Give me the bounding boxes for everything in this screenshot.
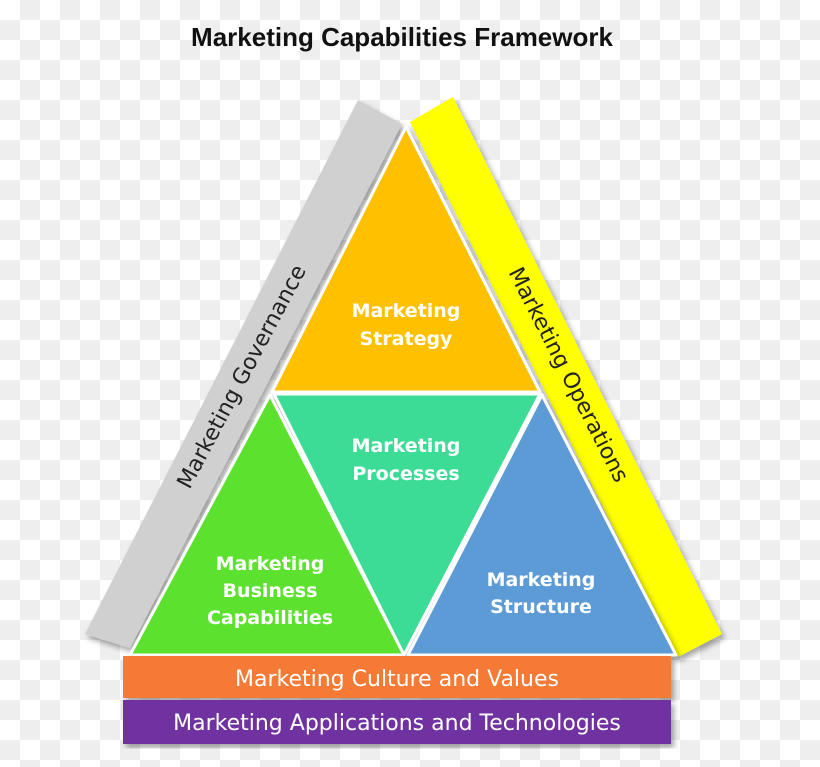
processes-label-line1: Marketing [352,435,461,457]
applications-bar [123,700,671,744]
processes-label-line2: Processes [352,463,459,485]
structure-label-line2: Structure [490,596,592,618]
operations-band [410,97,722,657]
diagram-title: Marketing Capabilities Framework [191,22,613,52]
structure-triangle [406,393,678,657]
applications-bar-label: Marketing Applications and Technologies [173,711,621,736]
business-label-line1: Marketing [216,553,325,575]
business-capabilities-triangle [128,393,406,657]
business-label-line2: Business [223,580,318,602]
processes-triangle [272,392,542,657]
strategy-label-line1: Marketing [352,300,461,322]
structure-label-line1: Marketing [487,569,596,591]
triangle-group [128,125,678,657]
culture-bar [123,656,671,698]
business-label-line3: Capabilities [207,607,333,629]
strategy-triangle [270,125,542,394]
governance-band [85,100,402,648]
culture-bar-label: Marketing Culture and Values [235,667,559,692]
strategy-label-line2: Strategy [360,328,454,350]
